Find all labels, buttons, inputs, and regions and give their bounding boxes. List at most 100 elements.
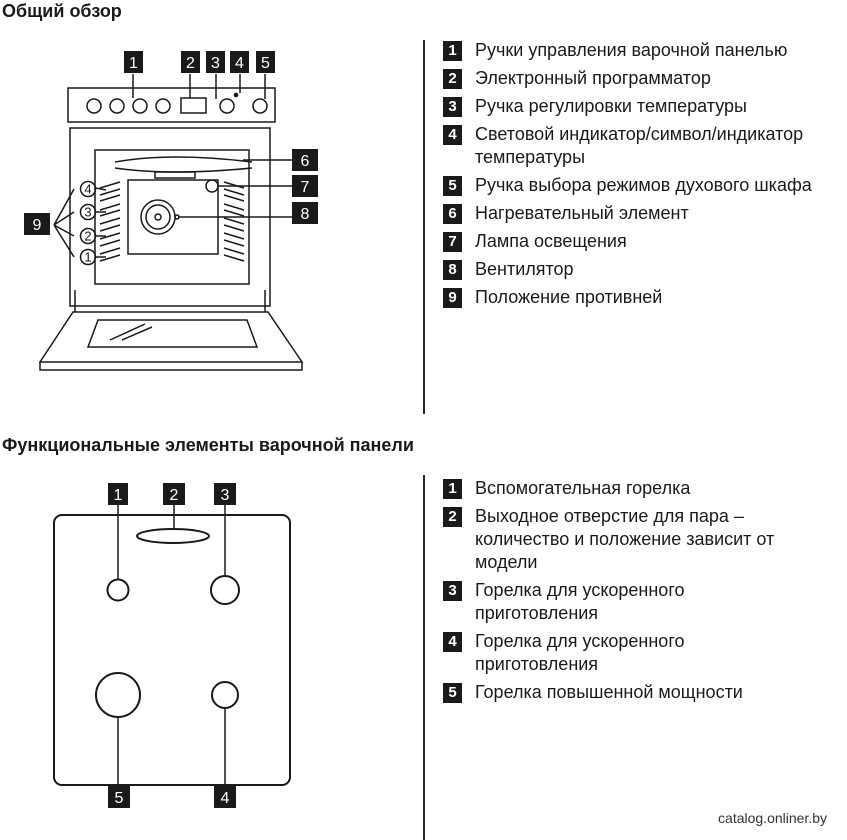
rack-level-marker	[79, 203, 97, 221]
glass-reflection	[109, 323, 153, 341]
callout-tag	[181, 51, 200, 73]
door-hinges	[74, 290, 266, 312]
legend-text: Положение противней	[475, 287, 663, 307]
legend-number: 1	[443, 41, 462, 61]
heating-element	[114, 156, 253, 173]
legend-text: Горелка для ускоренного приготовления	[475, 631, 685, 674]
legend-text: Нагревательный элемент	[475, 203, 689, 223]
overview-legend-item: 2 Электронный программатор	[443, 67, 847, 90]
left-rack-runners	[99, 181, 121, 262]
callout-label: 3	[211, 55, 220, 72]
fan-blades-icon	[145, 204, 171, 230]
callout-label: 8	[301, 206, 310, 223]
legend-number: 2	[443, 69, 462, 89]
divider-line	[423, 40, 425, 414]
steam-vent	[136, 528, 210, 544]
overview-title: Общий обзор	[2, 1, 122, 21]
legend-number: 9	[443, 288, 462, 308]
callout-tag	[214, 483, 236, 505]
callout-label: 3	[221, 487, 230, 504]
rack-level-marker	[79, 248, 97, 266]
hob-knob-icon	[109, 98, 125, 114]
callout-label: 6	[301, 153, 310, 170]
hob-title: Функциональные элементы варочной панели	[2, 435, 414, 455]
legend-text: Ручка регулировки температуры	[475, 96, 747, 116]
rack-level-label: 2	[84, 229, 91, 244]
callout-tag	[292, 202, 318, 224]
leader-line	[95, 187, 107, 258]
callout-tag	[256, 51, 275, 73]
mode-knob-icon	[252, 98, 268, 114]
overview-legend-item: 5 Ручка выбора режимов духового шкафа	[443, 174, 847, 197]
hob-knob-icon	[132, 98, 148, 114]
callout-label: 2	[170, 487, 179, 504]
overview-legend-item: 8 Вентилятор	[443, 258, 847, 281]
callout-tag	[124, 51, 143, 73]
legend-number: 5	[443, 683, 462, 703]
callout-label: 7	[301, 179, 310, 196]
overview-legend-item: 3 Ручка регулировки температуры	[443, 95, 847, 118]
door-glass	[86, 319, 259, 348]
overview-legend: 1 Ручки управления варочной панелью 2 Элек…	[443, 39, 847, 309]
legend-text: Горелка повышенной мощности	[475, 682, 743, 702]
hob-knob-icon	[86, 98, 102, 114]
legend-number: 2	[443, 507, 462, 527]
hob-legend-item: 4 Горелка для ускоренного приготовления	[443, 630, 775, 676]
leader-line	[189, 74, 266, 99]
rack-level-label: 4	[84, 182, 91, 197]
legend-text: Выходное отверстие для пара – количество…	[475, 506, 775, 572]
callout-label: 4	[221, 790, 230, 807]
legend-text: Электронный программатор	[475, 68, 711, 88]
right-rack-runners	[223, 181, 245, 262]
legend-text: Ручки управления варочной панелью	[475, 40, 788, 60]
callout-tag	[24, 213, 50, 235]
legend-number: 4	[443, 632, 462, 652]
overview-legend-item: 9 Положение противней	[443, 286, 847, 309]
legend-number: 5	[443, 176, 462, 196]
hob-legend-item: 5 Горелка повышенной мощности	[443, 681, 847, 704]
rack-level-label: 1	[84, 250, 91, 265]
callout-tag	[163, 483, 185, 505]
overview-legend-item: 6 Нагревательный элемент	[443, 202, 847, 225]
legend-text: Вспомогательная горелка	[475, 478, 691, 498]
oven-diagram: 4 3 2 1 1 2 3 4 5 6 7 8 9	[24, 51, 318, 371]
legend-number: 1	[443, 479, 462, 499]
oven-door-edge	[39, 362, 303, 371]
legend-text: Лампа освещения	[475, 231, 627, 251]
overview-legend-item: 1 Ручки управления варочной панелью	[443, 39, 847, 62]
callout-tag	[206, 51, 225, 73]
divider-line	[423, 475, 425, 840]
oven-door	[38, 311, 304, 363]
control-panel	[67, 87, 276, 123]
hob-legend: 1 Вспомогательная горелка 2 Выходное отвер…	[443, 477, 847, 704]
legend-text: Ручка выбора режимов духового шкафа	[475, 175, 812, 195]
callout-tag	[108, 786, 130, 808]
rack-level-label: 3	[84, 205, 91, 220]
auxiliary-burner	[106, 578, 130, 602]
watermark: catalog.onliner.by	[718, 810, 827, 826]
legend-number: 6	[443, 204, 462, 224]
rapid-burner	[210, 575, 240, 605]
callout-label: 5	[261, 55, 270, 72]
callout-label: 1	[114, 487, 123, 504]
legend-number: 7	[443, 232, 462, 252]
legend-text: Вентилятор	[475, 259, 574, 279]
hob-legend-item: 1 Вспомогательная горелка	[443, 477, 847, 500]
rack-level-marker	[79, 180, 97, 198]
leader-line	[53, 188, 75, 258]
high-power-burner	[95, 672, 141, 718]
hob-diagram: 1 2 3 5 4	[53, 483, 291, 808]
legend-number: 4	[443, 125, 462, 145]
callout-tag	[292, 175, 318, 197]
legend-number: 8	[443, 260, 462, 280]
callout-label: 5	[115, 790, 124, 807]
callout-tag	[108, 483, 128, 505]
legend-number: 3	[443, 97, 462, 117]
callout-label: 9	[33, 217, 42, 234]
callout-label: 2	[186, 55, 195, 72]
programmer-display	[180, 97, 207, 114]
temperature-knob-icon	[219, 98, 235, 114]
lamp-icon	[205, 179, 219, 193]
